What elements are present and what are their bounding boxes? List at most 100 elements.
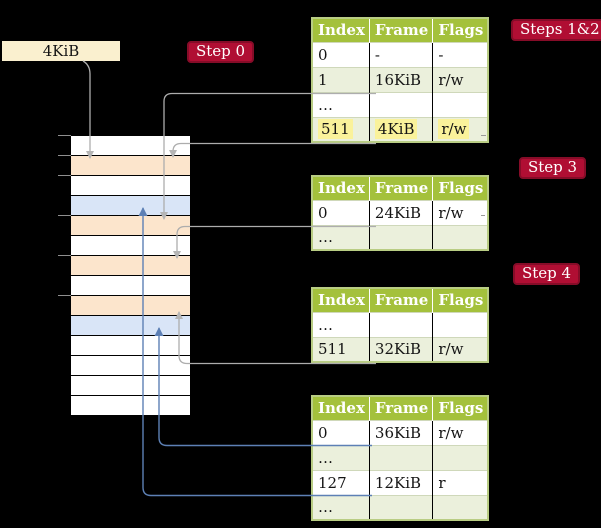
- page-table-step-4-header-frame: Frame: [369, 288, 434, 312]
- page-table-steps-1-2-cell-2-2: [432, 91, 489, 117]
- page-table-level1-cell-1-0: …: [312, 444, 370, 470]
- memory-tick-0: [58, 135, 71, 136]
- page-table-step-4-cell-0-1: [369, 311, 434, 337]
- memory-tick-2: [58, 175, 71, 176]
- memory-tick-1: [58, 155, 71, 156]
- page-table-step-3-cell-1-0: …: [312, 224, 370, 250]
- highlighted-value: 511: [318, 119, 353, 140]
- page-table-level1-cell-3-2: [432, 494, 489, 520]
- page-table-step-4-cell-1-0: 511: [312, 336, 370, 362]
- page-table-step-3-cell-1-1: [369, 224, 434, 250]
- page-table-level1-row-…: …: [312, 444, 489, 470]
- memory-frame-row-6-white: [71, 236, 190, 256]
- arrow-table1-row511-to-frame-4kib: [169, 142, 376, 158]
- page-table-steps-1-2-header-frame: Frame: [369, 18, 434, 42]
- page-table-steps-1-2-cell-2-1: [369, 91, 434, 117]
- page-table-step-3-header-flags: Flags: [432, 176, 489, 200]
- page-table-level1-cell-3-0: …: [312, 494, 370, 520]
- memory-frame-row-7-orange: [71, 256, 190, 276]
- page-table-steps-1-2-cell-2-0: …: [312, 91, 370, 117]
- page-table-step-3-header-frame: Frame: [369, 176, 434, 200]
- page-table-level1-cell-0-0: 0: [312, 419, 370, 445]
- page-table-steps-1-2-cell-0-2: -: [432, 41, 489, 67]
- page-table-step-3-cell-0-1: 24KiB: [369, 199, 434, 225]
- page-table-level1-header-index: Index: [312, 396, 370, 420]
- row-stub-table2-0: [481, 215, 485, 216]
- memory-frame-row-14-white: [71, 396, 190, 416]
- memory-frame-row-9-orange: [71, 296, 190, 316]
- page-table-steps-1-2-header-flags: Flags: [432, 18, 489, 42]
- page-table-step-3-cell-0-2: r/w: [432, 199, 489, 225]
- page-table-steps-1-2-cell-0-1: -: [369, 41, 434, 67]
- page-table-steps-1-2-header-index: Index: [312, 18, 370, 42]
- page-table-steps-1-2-row-…: …: [312, 91, 489, 117]
- row-stub-table1-511: [481, 135, 486, 136]
- highlighted-value: r/w: [438, 119, 470, 140]
- memory-frame-row-8-white: [71, 276, 190, 296]
- memory-tick-4: [58, 215, 71, 216]
- page-table-steps-1-2-cell-1-1: 16KiB: [369, 66, 434, 92]
- physical-memory-stack: [71, 135, 190, 416]
- page-table-step-3-header-index: Index: [312, 176, 370, 200]
- page-table-level1-row-…: …: [312, 494, 489, 520]
- badge-steps-1-2: Steps 1&2: [511, 19, 601, 41]
- highlighted-value: 4KiB: [374, 119, 418, 140]
- memory-frame-row-13-white: [71, 376, 190, 396]
- page-table-steps-1-2-cell-3-0: 511: [312, 116, 370, 142]
- page-table-step-3-cell-0-0: 0: [312, 199, 370, 225]
- page-table-level1-cell-1-1: [369, 444, 434, 470]
- page-table-step-4-cell-0-2: [432, 311, 489, 337]
- badge-step-4: Step 4: [513, 263, 581, 285]
- page-table-level1-cell-0-2: r/w: [432, 419, 489, 445]
- page-table-level1-cell-2-0: 127: [312, 469, 370, 495]
- memory-frame-row-12-white: [71, 356, 190, 376]
- memory-frame-row-2-orange: [71, 156, 190, 176]
- memory-tick-8: [58, 295, 71, 296]
- page-table-steps-1-2-cell-1-2: r/w: [432, 66, 489, 92]
- page-table-steps-1-2-cell-3-2: r/w: [432, 116, 489, 142]
- page-table-step-4-header-flags: Flags: [432, 288, 489, 312]
- page-table-steps-1-2-row-511: 511 4KiB r/w: [312, 116, 489, 142]
- memory-frame-row-1-white: [71, 136, 190, 156]
- page-table-level1-cell-0-1: 36KiB: [369, 419, 434, 445]
- page-table-level1-cell-3-1: [369, 494, 434, 520]
- page-table-level1-header-frame: Frame: [369, 396, 434, 420]
- badge-step-3: Step 3: [519, 157, 587, 179]
- page-table-step-4-cell-1-1: 32KiB: [369, 336, 434, 362]
- page-table-step-4-cell-0-0: …: [312, 311, 370, 337]
- page-table-step-4-cell-1-2: r/w: [432, 336, 489, 362]
- memory-frame-row-4-blue: [71, 196, 190, 216]
- page-table-step-3-cell-1-2: [432, 224, 489, 250]
- page-table-level1-header-flags: Flags: [432, 396, 489, 420]
- page-table-step-3-row-…: …: [312, 224, 489, 250]
- memory-frame-row-11-white: [71, 336, 190, 356]
- page-table-level1-cell-2-1: 12KiB: [369, 469, 434, 495]
- memory-tick-6: [58, 255, 71, 256]
- page-table-level1-cell-2-2: r: [432, 469, 489, 495]
- page-table-level1-cell-1-2: [432, 444, 489, 470]
- page-table-step-4-row-…: …: [312, 311, 489, 337]
- memory-frame-row-10-blue: [71, 316, 190, 336]
- page-table-step-4-header-index: Index: [312, 288, 370, 312]
- page-table-steps-1-2-cell-0-0: 0: [312, 41, 370, 67]
- frame-size-box: 4KiB: [2, 41, 120, 61]
- page-table-steps-1-2-row-0: 0--: [312, 41, 489, 67]
- memory-frame-row-5-orange: [71, 216, 190, 236]
- memory-frame-row-3-white: [71, 176, 190, 196]
- badge-step-0: Step 0: [187, 41, 255, 63]
- page-table-steps-1-2-cell-1-0: 1: [312, 66, 370, 92]
